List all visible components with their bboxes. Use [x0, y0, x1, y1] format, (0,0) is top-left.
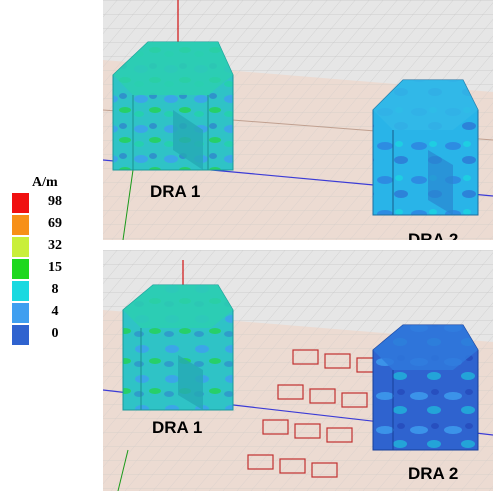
dra2-label-top: DRA 2	[408, 230, 459, 240]
legend-swatch	[12, 281, 29, 301]
legend-value: 32	[48, 238, 62, 253]
dra2-label-bottom: DRA 2	[408, 464, 459, 483]
legend-swatch	[12, 237, 29, 257]
legend-value: 98	[48, 194, 62, 209]
legend-swatch	[12, 325, 29, 345]
dra1-label-top: DRA 1	[150, 182, 201, 201]
legend-swatch	[12, 303, 29, 323]
legend-value: 4	[51, 304, 59, 319]
legend-swatch	[12, 215, 29, 235]
legend-value: 0	[51, 326, 59, 341]
legend-swatch	[12, 259, 29, 279]
dra1-label-bottom: DRA 1	[152, 418, 203, 437]
field-panel-bottom: DRA 1 DRA 2	[103, 250, 493, 491]
legend-value: 69	[48, 216, 62, 231]
legend-unit: A/m	[32, 175, 58, 190]
legend-value: 8	[51, 282, 59, 297]
legend-value: 15	[48, 260, 62, 275]
field-panel-top: DRA 1 DRA 2	[103, 0, 493, 240]
scene-top	[103, 0, 493, 240]
legend-swatch	[12, 193, 29, 213]
scene-bottom	[103, 250, 493, 491]
